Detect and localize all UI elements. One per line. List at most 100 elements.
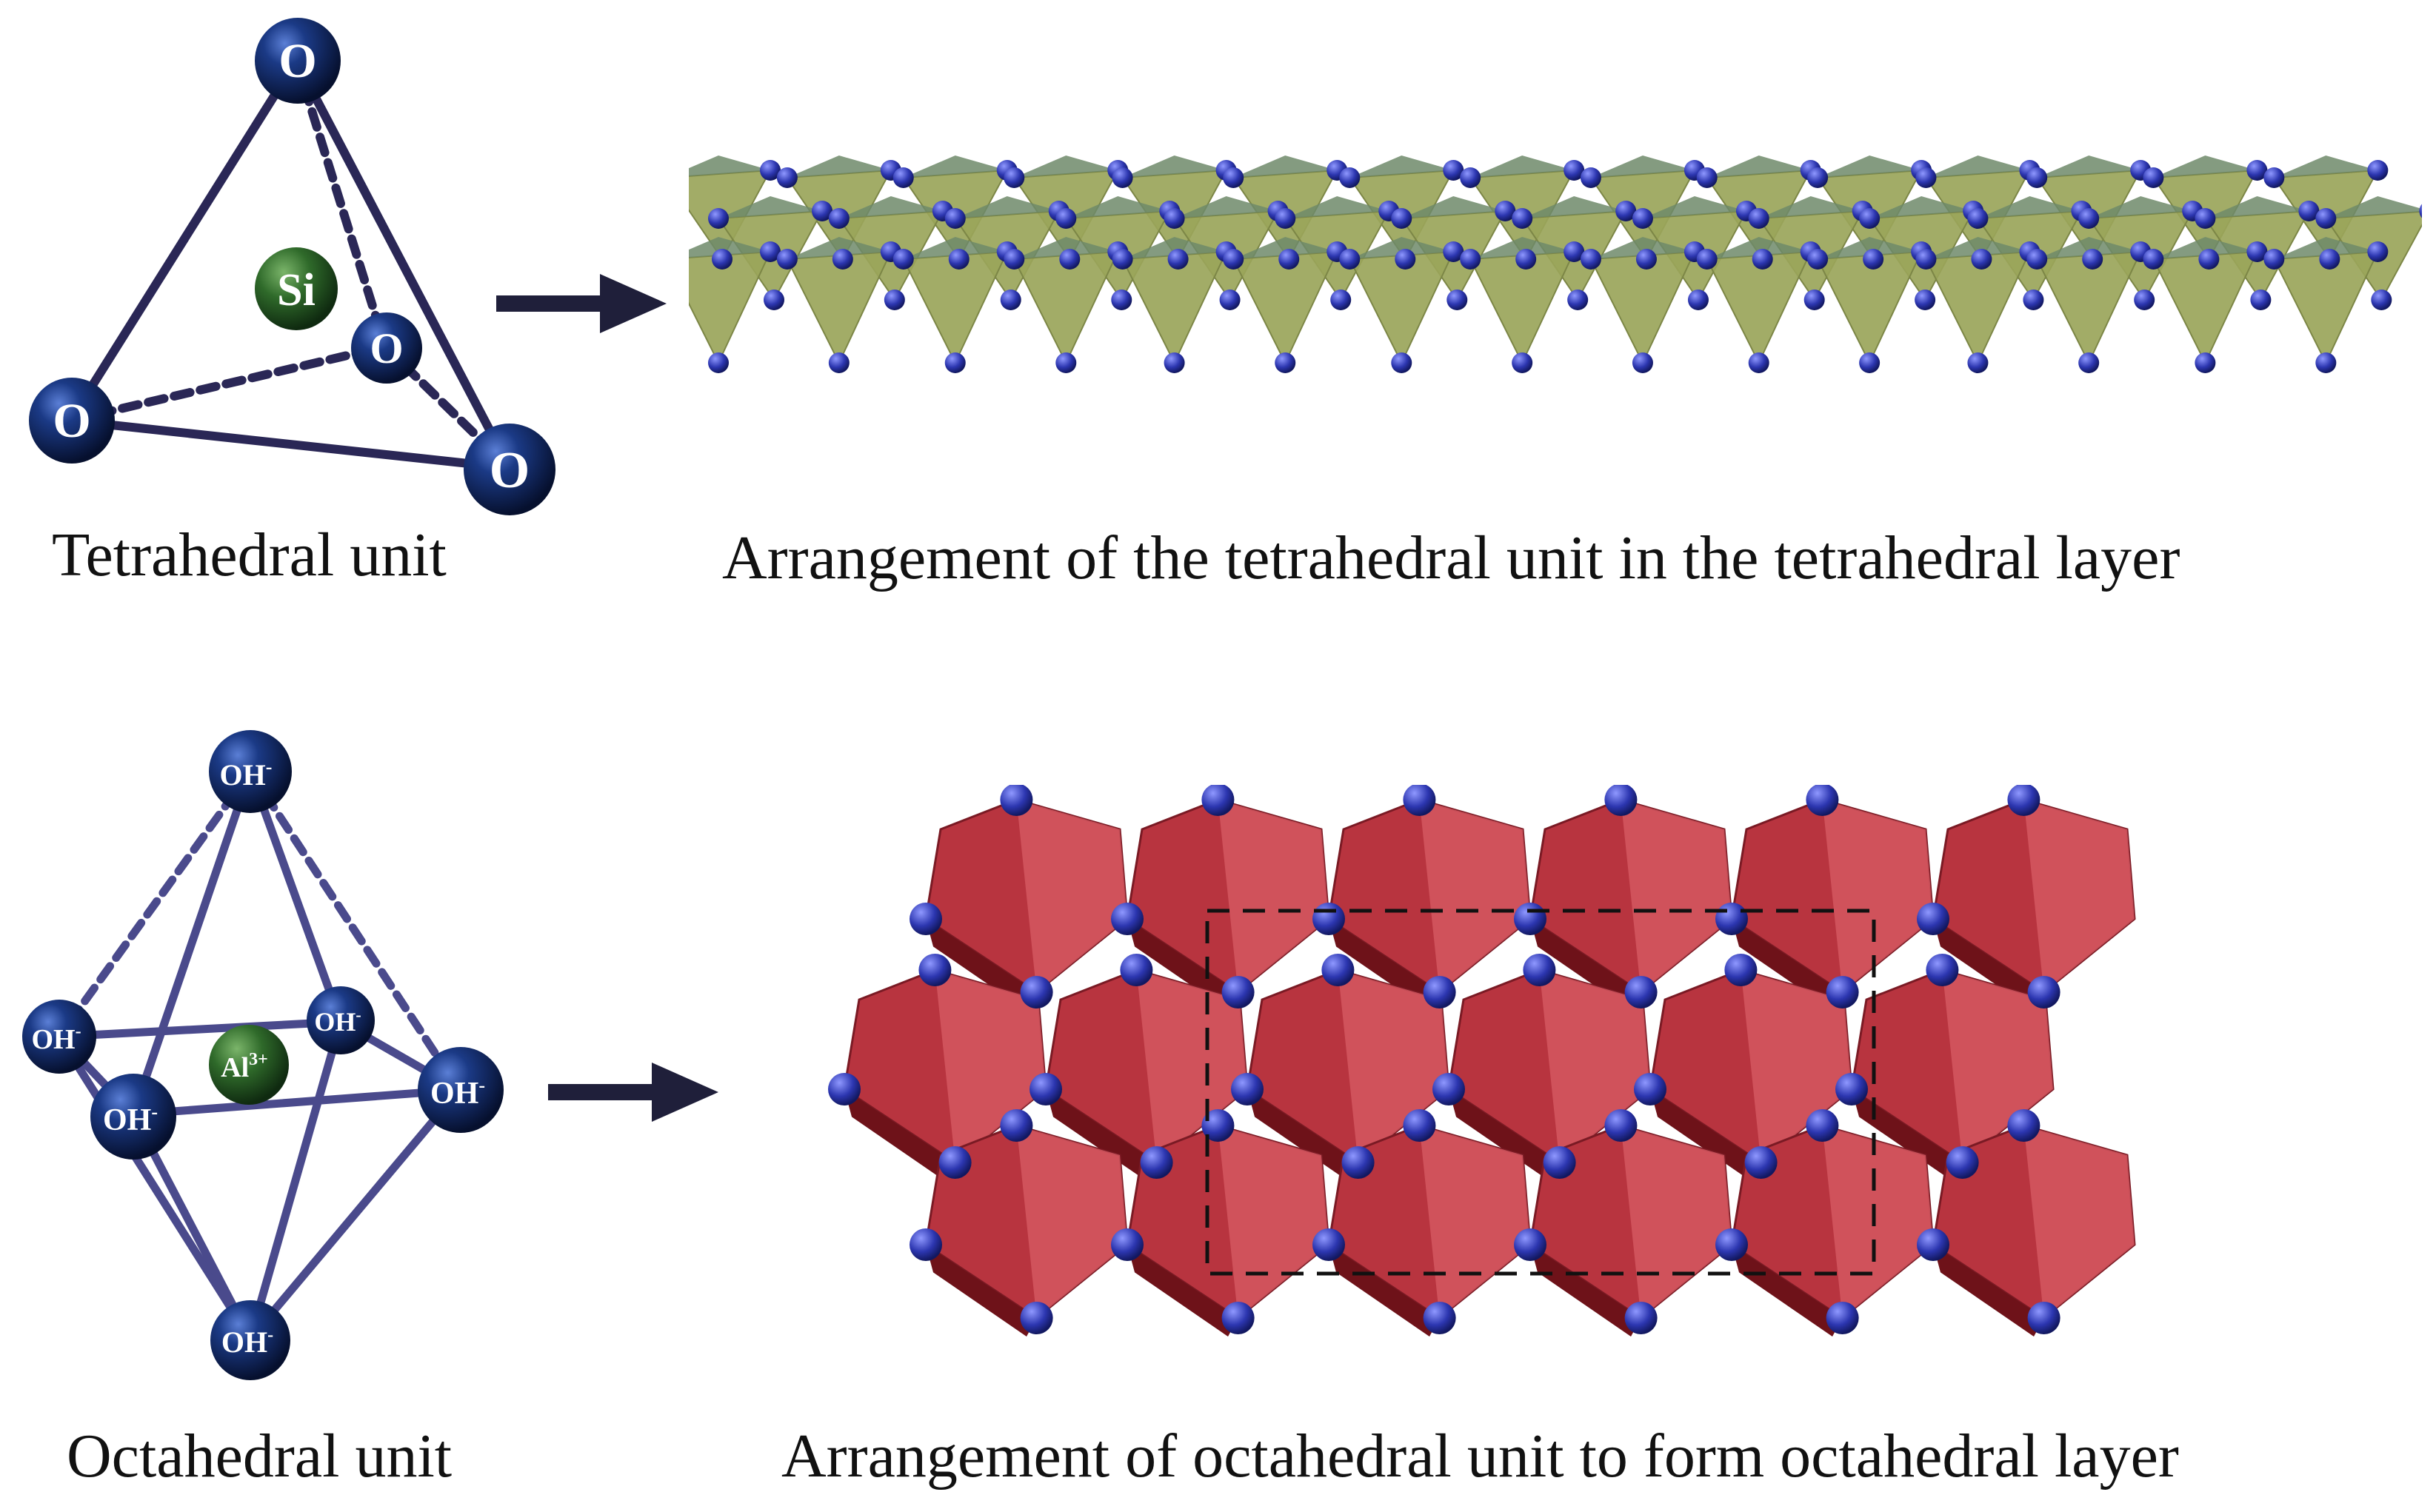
tetrahedron-top <box>903 155 1007 178</box>
octahedral-unit-caption: Octahedral unit <box>67 1422 453 1491</box>
hydroxyl-atom <box>1624 976 1658 1008</box>
oxygen-atom <box>1967 352 1989 373</box>
oxygen-atom <box>944 208 966 229</box>
oxygen-atom <box>1567 290 1589 310</box>
oxygen-atom <box>1275 352 1296 373</box>
octahedron-shadow <box>1530 1245 1641 1337</box>
oxygen-atom <box>1164 352 1185 373</box>
tetrahedron-top <box>1818 237 1922 259</box>
oxygen-atom <box>1275 208 1296 229</box>
octahedron-facet <box>1218 800 1329 992</box>
octahedron-shadow <box>1933 919 2044 1011</box>
oxygen-atom <box>760 160 781 181</box>
tetrahedron-top <box>1233 155 1338 178</box>
hydroxyl-atom <box>1634 1073 1666 1105</box>
hydroxyl-atom <box>1835 1073 1868 1105</box>
oxygen-atom <box>884 290 905 310</box>
hydroxyl-atom <box>918 954 952 986</box>
oxygen-atom <box>1696 167 1718 188</box>
oxygen-atom <box>2195 352 2216 373</box>
octahedron-facet <box>1741 970 1852 1163</box>
oxygen-atom <box>2078 352 2100 373</box>
tetrahedron-top <box>1522 196 1626 218</box>
hydroxyl-ligand: OH- <box>209 730 292 813</box>
oxygen-atom <box>948 249 970 270</box>
octahedron-shadow <box>1732 919 1843 1011</box>
oxygen-atom <box>2315 208 2337 229</box>
hydroxyl-atom <box>1312 1228 1345 1261</box>
hydroxyl-atom <box>938 1146 972 1179</box>
hydroxyl-atom <box>828 1073 861 1105</box>
svg-text:OH-: OH- <box>220 756 273 792</box>
hydroxyl-atom <box>1201 785 1235 816</box>
oxygen-atom <box>2371 290 2392 310</box>
oxygen-atom <box>1512 208 1533 229</box>
oxygen-atom <box>1580 249 1601 270</box>
octahedron-shadow <box>1329 919 1440 1011</box>
hydroxyl-atom <box>1403 785 1436 816</box>
oxygen-atom <box>2367 241 2389 262</box>
oxygen-atom <box>1971 249 1992 270</box>
octahedron-shadow <box>1247 1089 1358 1181</box>
oxygen-atom <box>1391 352 1412 373</box>
oxygen-atom <box>1515 249 1537 270</box>
oxygen-atom <box>1635 249 1657 270</box>
tetrahedron-top <box>1926 155 2030 178</box>
hydroxyl-atom <box>2007 1109 2040 1142</box>
hydroxyl-atom <box>1715 1228 1748 1261</box>
oxygen-atom <box>1004 249 1025 270</box>
hydroxyl-ligand: OH- <box>418 1047 504 1133</box>
hydroxyl-atom <box>1231 1073 1264 1105</box>
octahedron-facet <box>1218 1125 1329 1318</box>
hydroxyl-atom <box>1221 1302 1255 1334</box>
oxygen-atom <box>1615 201 1637 221</box>
oxygen-atom <box>1219 290 1241 310</box>
oxygen-atom <box>2198 249 2220 270</box>
oxygen-atom <box>708 208 729 229</box>
oxygen-atom <box>1223 167 1244 188</box>
octahedron-shadow <box>1127 919 1238 1011</box>
oxygen-atom <box>1564 241 1585 262</box>
hydroxyl-atom <box>1715 903 1748 935</box>
oxygen-atom <box>1967 208 1989 229</box>
svg-text:OH-: OH- <box>314 1006 361 1037</box>
oxygen-atom <box>2298 201 2320 221</box>
oxygen-atom <box>1859 208 1881 229</box>
svg-text:O: O <box>370 324 403 372</box>
hydroxyl-atom <box>1403 1109 1436 1142</box>
tetrahedron-top <box>838 196 943 218</box>
oxygen-atom <box>1059 249 1081 270</box>
tetrahedron-top <box>1470 237 1575 259</box>
oxygen-atom <box>2419 204 2422 218</box>
oxygen-atom <box>1278 249 1300 270</box>
hydroxyl-atom <box>910 903 942 935</box>
tetrahedron-top <box>2153 237 2258 259</box>
hydroxyl-atom <box>1806 785 1839 816</box>
oxygen-atom <box>1164 208 1185 229</box>
octahedral-layer-diagram <box>828 785 2136 1337</box>
oxygen-atom <box>1004 167 1025 188</box>
hydroxyl-atom <box>1523 954 1556 986</box>
oxygen-atom <box>1748 208 1769 229</box>
tetrahedron-top <box>1926 237 2030 259</box>
oxygen-atom <box>1632 352 1653 373</box>
hydroxyl-atom <box>1423 976 1456 1008</box>
octahedron-shadow <box>1449 1089 1560 1181</box>
tetrahedron-top <box>1590 237 1695 259</box>
oxygen-atom <box>1167 249 1189 270</box>
tetrahedron-top <box>1014 237 1118 259</box>
oxygen-atom <box>2246 160 2268 181</box>
arrow-right-icon <box>496 274 667 333</box>
tetrahedron-top <box>1285 196 1389 218</box>
hydroxyl-atom <box>1604 785 1638 816</box>
oxygen-atom <box>2250 290 2272 310</box>
oxygen-atom <box>760 241 781 262</box>
tetrahedron-top <box>2037 237 2141 259</box>
hydroxyl-atom <box>1140 1146 1173 1179</box>
aluminium-atom: Al3+ <box>209 1025 289 1105</box>
tetrahedron-top <box>1066 196 1170 218</box>
oxygen-atom <box>2023 290 2044 310</box>
tetrahedron-top <box>787 155 891 178</box>
tetrahedral-layer-diagram <box>689 155 2422 373</box>
svg-text:OH-: OH- <box>430 1074 485 1111</box>
